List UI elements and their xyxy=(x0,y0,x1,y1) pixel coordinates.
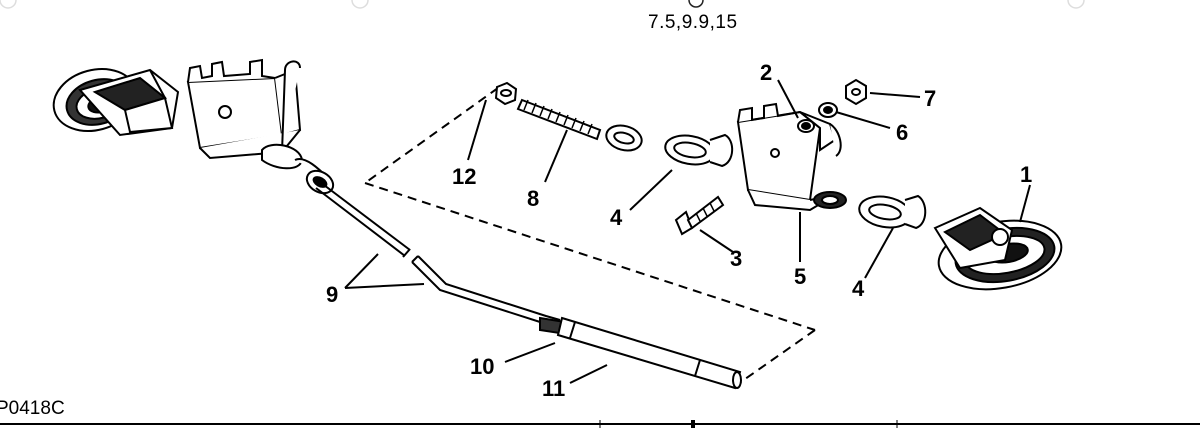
model-numbers: 7.5,9.9,15 xyxy=(648,12,738,33)
leader-lines xyxy=(344,79,1031,384)
callout-10: 10 xyxy=(470,354,494,379)
callout-1: 1 xyxy=(1020,162,1032,187)
registration-marks xyxy=(0,0,1085,9)
adjuster-sleeve xyxy=(539,316,742,390)
clip-4-left xyxy=(664,133,734,168)
nut-6 xyxy=(818,102,838,118)
nut-12 xyxy=(494,81,518,106)
callout-12: 12 xyxy=(452,164,476,189)
assembly-bracket-outline xyxy=(364,87,816,385)
right-pulley-1 xyxy=(933,206,1063,291)
right-bracket-5 xyxy=(736,102,847,212)
eye-bolt-8 xyxy=(516,98,643,152)
callout-8: 8 xyxy=(527,186,539,211)
clip-4-right xyxy=(858,194,927,230)
callout-2: 2 xyxy=(760,60,772,85)
figure-code: P0418C xyxy=(0,398,65,419)
washer-2 xyxy=(797,119,815,133)
left-cable-end xyxy=(261,143,335,195)
callout-6: 6 xyxy=(896,120,908,145)
nut-7 xyxy=(845,78,867,106)
callout-4-right: 4 xyxy=(852,276,865,301)
cable xyxy=(315,181,561,327)
callout-labels: 1 2 3 4 4 5 6 7 8 9 10 11 12 xyxy=(326,60,1032,401)
screw-3 xyxy=(674,195,725,236)
callout-4-left: 4 xyxy=(610,205,623,230)
callout-9: 9 xyxy=(326,282,338,307)
left-pulley-assembly xyxy=(52,68,180,137)
bottom-rule xyxy=(0,420,1200,428)
left-bracket xyxy=(186,58,302,160)
callout-11: 11 xyxy=(542,376,565,401)
callout-7: 7 xyxy=(924,86,936,111)
callout-3: 3 xyxy=(730,246,742,271)
callout-5: 5 xyxy=(794,264,806,289)
